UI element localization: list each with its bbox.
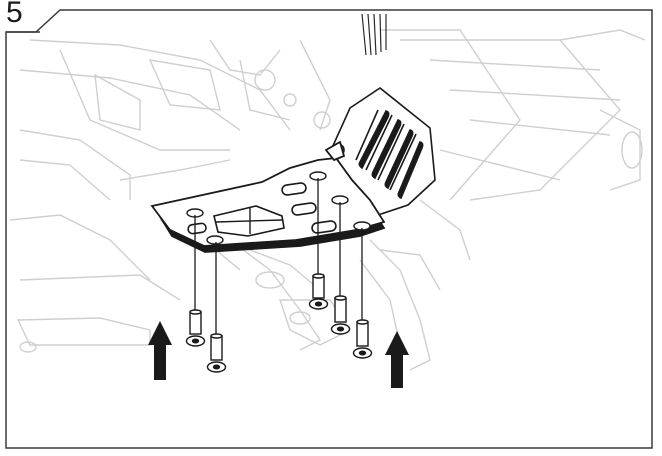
mounting-plate: [150, 140, 386, 253]
step-number: 5: [6, 0, 23, 29]
screw: [308, 273, 329, 310]
arm-bracket: [331, 87, 436, 216]
screw: [330, 295, 351, 335]
screw: [352, 319, 373, 359]
wire-bundle: [361, 13, 387, 56]
arrow-up-icon: [148, 321, 172, 380]
direction-arrows: [148, 321, 409, 388]
screw: [206, 333, 227, 373]
guide-lines: [194, 178, 363, 336]
screws: [185, 273, 373, 373]
arrow-up-icon: [385, 331, 409, 388]
screw: [185, 309, 206, 347]
